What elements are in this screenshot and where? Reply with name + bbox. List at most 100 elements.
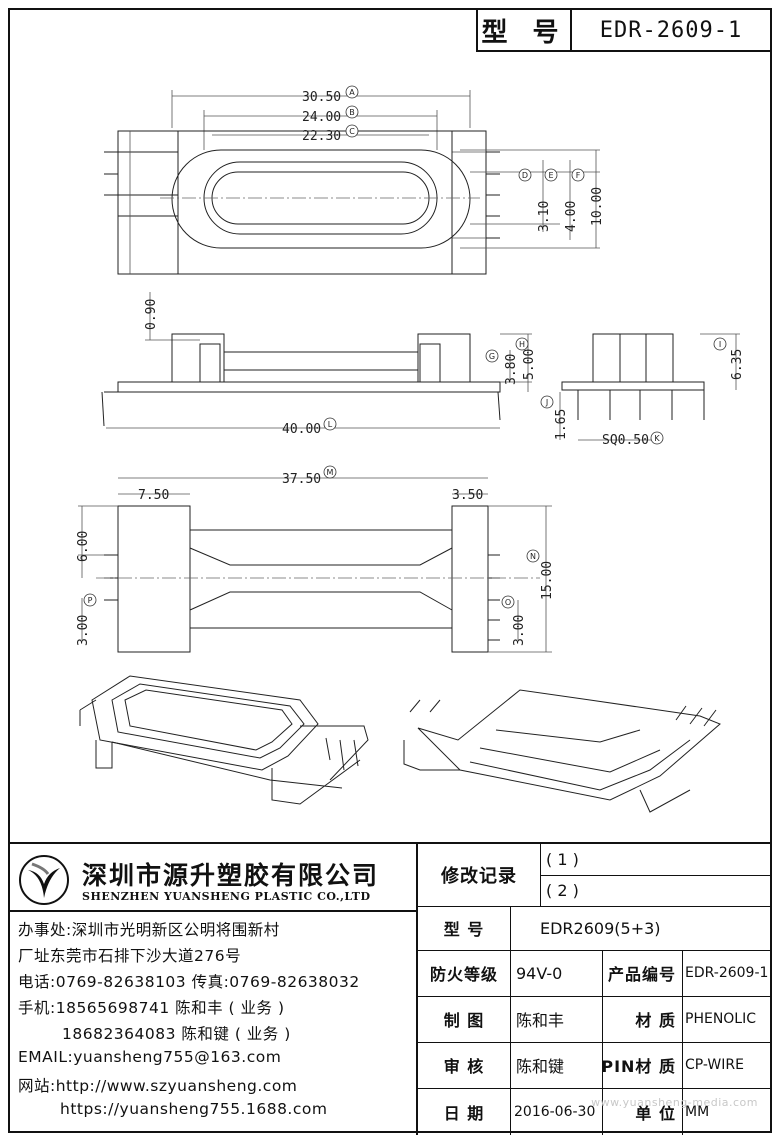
dimension-bubble-f (571, 168, 585, 182)
website-2: https://yuansheng755.1688.com (60, 1100, 328, 1118)
revision-1: ( 1 ) (546, 850, 579, 869)
pin-material-value: CP-WIRE (685, 1057, 744, 1073)
dimension-bubble-label: P (88, 596, 93, 605)
dim-right-margin-text: 3.50 (452, 488, 483, 503)
fire-rating-value: 94V-0 (516, 963, 563, 983)
dimension-bubble-label: E (548, 171, 553, 180)
unit-value: MM (685, 1103, 710, 1120)
dim-j-text: 1.65 (554, 409, 569, 440)
dimension-bubble-k (650, 431, 664, 445)
reviewed-by-label: 审 核 (443, 1057, 485, 1076)
front-view: 0.90 40.00 3.80 5.00 (101, 292, 537, 437)
dimension-bubble-label: J (545, 398, 548, 407)
date-value: 2016-06-30 (514, 1103, 596, 1120)
dim-m-text: 37.50 (282, 472, 321, 487)
dimension-bubble-label: K (654, 434, 660, 443)
model-label: 型 号 (443, 920, 485, 939)
dimension-bubble-p (83, 593, 97, 607)
dim-6-text: 6.00 (76, 531, 91, 562)
dim-p-text: 3.00 (76, 615, 91, 646)
dim-f-text: 10.00 (590, 187, 605, 226)
revision-2: ( 2 ) (546, 881, 579, 900)
dim-left-margin-text: 7.50 (138, 488, 169, 503)
dimension-bubble-l (323, 417, 337, 431)
dim-a-text: 30.50 (302, 90, 341, 105)
phone-fax: 电话:0769-82638103 传真:0769-82638032 (18, 973, 360, 991)
dim-h-text: 5.00 (522, 349, 537, 380)
dim-i-text: 6.35 (730, 349, 745, 380)
email: EMAIL:yuansheng755@163.com (18, 1048, 282, 1066)
dimension-bubble-c (345, 124, 359, 138)
mobile-1: 手机:18565698741 陈和丰 ( 业务 ) (18, 999, 285, 1017)
dim-g-text: 3.80 (504, 354, 519, 385)
dimension-bubble-label: N (530, 552, 536, 561)
pin-material-label: PIN材 质 (601, 1057, 676, 1076)
dimension-bubble-label: C (349, 127, 355, 136)
model-header-label: 型 号 (478, 10, 572, 50)
dimension-bubble-j (540, 395, 554, 409)
company-name-en: SHENZHEN YUANSHENG PLASTIC CO.,LTD (82, 890, 371, 903)
dim-top-offset-text: 0.90 (144, 299, 159, 330)
dimension-bubbles: A B C D E F G H I J K L M N O P (83, 85, 727, 609)
company-logo-icon (19, 855, 69, 905)
watermark: www.yuansheng-media.com (591, 1096, 758, 1109)
dimension-bubble-e (544, 168, 558, 182)
dim-e-text: 4.00 (564, 201, 579, 232)
isometric-view-right (403, 689, 721, 813)
bottom-view: 37.50 7.50 3.50 6.00 3.00 15.00 3.00 (76, 472, 555, 653)
dimension-bubble-n (526, 549, 540, 563)
technical-drawing: 30.50 24.00 22.30 (76, 85, 745, 813)
model-header-box: 型 号 EDR-2609-1 (476, 8, 772, 52)
drawing-sheet (8, 8, 772, 1133)
product-no-value: EDR-2609-1 (685, 965, 769, 981)
dimension-bubble-a (345, 85, 359, 99)
dimension-bubble-g (485, 349, 499, 363)
title-block: 深圳市源升塑胶有限公司 SHENZHEN YUANSHENG PLASTIC C… (8, 842, 772, 1135)
dim-n-text: 15.00 (540, 561, 555, 600)
material-value: PHENOLIC (685, 1011, 757, 1027)
spec-table: 修改记录 ( 1 ) ( 2 ) 型 号 EDR2609(5+3) 防火等级 9… (418, 844, 772, 1135)
revision-record-label: 修改记录 (441, 866, 517, 887)
dimension-bubble-label: I (719, 340, 721, 349)
fire-rating-label: 防火等级 (429, 965, 498, 984)
dim-o-text: 3.00 (512, 615, 527, 646)
dimension-bubble-m (323, 465, 337, 479)
dimension-bubble-b (345, 105, 359, 119)
isometric-view-left (79, 675, 369, 805)
model-header-value: EDR-2609-1 (599, 17, 743, 43)
dimension-bubble-label: L (328, 420, 333, 429)
dimension-bubble-label: M (327, 468, 334, 477)
unit-label: 单 位 (635, 1103, 676, 1123)
dim-d-text: 3.10 (537, 201, 552, 232)
dimension-bubble-label: H (519, 340, 525, 349)
drawn-by-label: 制 图 (443, 1011, 485, 1030)
dimension-bubble-label: A (349, 88, 355, 97)
side-view: 6.35 1.65 SQ0.50 (554, 333, 745, 448)
dimension-bubble-label: F (576, 171, 581, 180)
factory-address: 厂址东莞市石排下沙大道276号 (18, 947, 242, 965)
model-value: EDR2609(5+3) (540, 918, 661, 938)
mobile-2: 18682364083 陈和键 ( 业务 ) (62, 1025, 291, 1043)
company-panel: 深圳市源升塑胶有限公司 SHENZHEN YUANSHENG PLASTIC C… (8, 844, 418, 1135)
dimension-bubble-label: G (489, 352, 495, 361)
dim-k-text: SQ0.50 (602, 433, 649, 448)
office-address: 办事处:深圳市光明新区公明将围新村 (18, 921, 280, 939)
drawn-by-value: 陈和丰 (516, 1011, 565, 1030)
dim-b-text: 24.00 (302, 110, 341, 125)
reviewed-by-value: 陈和键 (516, 1057, 565, 1076)
date-label: 日 期 (443, 1103, 485, 1123)
product-no-label: 产品编号 (607, 965, 676, 984)
dimension-bubble-label: O (505, 598, 511, 607)
company-divider (8, 910, 416, 912)
material-label: 材 质 (635, 1011, 676, 1030)
top-view: 30.50 24.00 22.30 (104, 90, 605, 275)
website-1: 网站:http://www.szyuansheng.com (18, 1077, 298, 1095)
dimension-bubble-label: D (522, 171, 528, 180)
company-name: 深圳市源升塑胶有限公司 (82, 861, 380, 890)
dimension-bubble-d (518, 168, 532, 182)
dimension-bubble-label: B (349, 108, 355, 117)
dim-l-text: 40.00 (282, 422, 321, 437)
dimension-bubble-o (501, 595, 515, 609)
dimension-bubble-i (713, 337, 727, 351)
dimension-bubble-h (515, 337, 529, 351)
